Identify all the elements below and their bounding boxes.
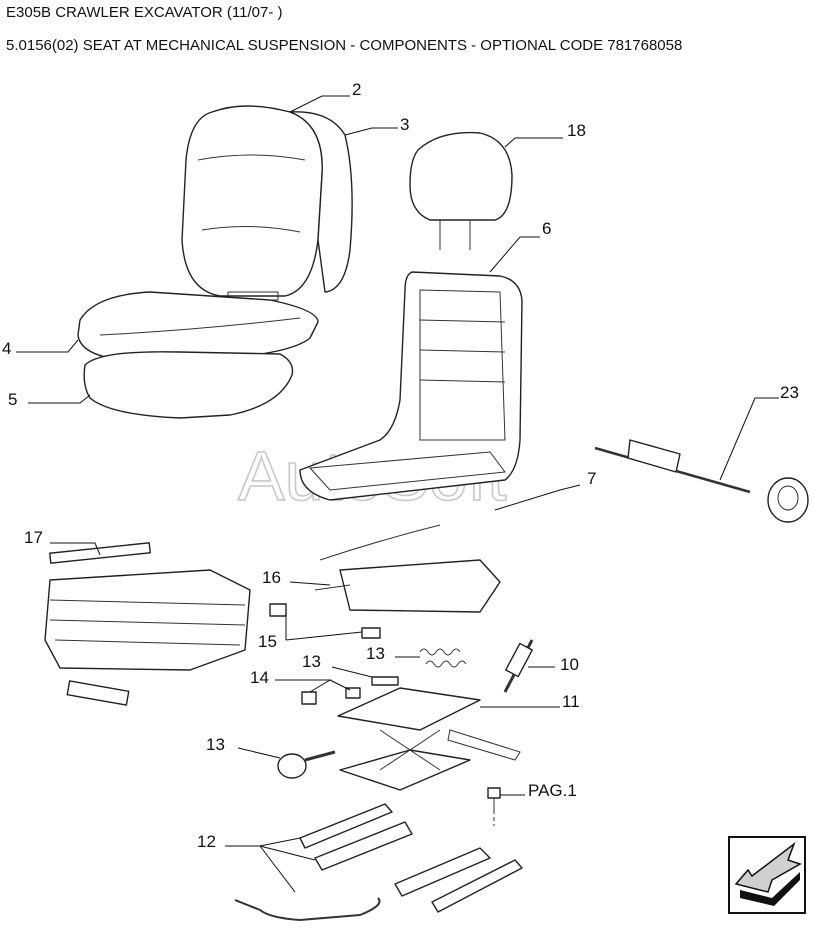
callout-13-knob: 13 xyxy=(206,735,225,754)
callout-13-pin: 13 xyxy=(302,652,321,671)
callout-12: 12 xyxy=(197,832,216,851)
callout-pag1: PAG.1 xyxy=(528,781,577,800)
part-clips xyxy=(269,603,381,705)
arrow-back-icon xyxy=(728,836,806,914)
part-backrest xyxy=(181,105,323,301)
callout-5: 5 xyxy=(8,390,17,409)
callout-15: 15 xyxy=(258,632,277,651)
page-subtitle: 5.0156(02) SEAT AT MECHANICAL SUSPENSION… xyxy=(6,37,683,54)
part-scissor-suspension xyxy=(337,687,521,791)
part-springs xyxy=(371,648,467,686)
callout-13-springs: 13 xyxy=(366,644,385,663)
callout-6: 6 xyxy=(542,219,551,238)
callout-18: 18 xyxy=(567,121,586,140)
part-damper xyxy=(503,639,534,693)
part-bolster xyxy=(289,111,353,293)
callout-11: 11 xyxy=(562,692,580,711)
part-seat-frame xyxy=(299,271,523,501)
page-title: E305B CRAWLER EXCAVATOR (11/07- ) xyxy=(6,4,283,21)
back-nav-button[interactable] xyxy=(728,836,806,914)
callout-4: 4 xyxy=(2,339,11,358)
callout-10: 10 xyxy=(560,655,579,674)
part-slide-mechanism xyxy=(314,524,501,613)
callout-14: 14 xyxy=(250,668,269,687)
leader-lines xyxy=(16,95,779,893)
part-seat-base xyxy=(83,351,294,419)
part-seat-cushion xyxy=(77,291,319,361)
callout-7: 7 xyxy=(587,469,596,488)
part-knob xyxy=(277,750,336,779)
callout-16: 16 xyxy=(262,568,281,587)
part-rails xyxy=(234,803,523,922)
part-lumbar-bar xyxy=(594,439,809,523)
part-headrest xyxy=(409,131,513,250)
callout-2: 2 xyxy=(352,80,361,99)
part-bolt xyxy=(487,787,501,826)
part-bellows xyxy=(44,542,251,706)
callout-23: 23 xyxy=(780,383,799,402)
callout-17: 17 xyxy=(24,528,43,547)
callout-3: 3 xyxy=(400,115,409,134)
